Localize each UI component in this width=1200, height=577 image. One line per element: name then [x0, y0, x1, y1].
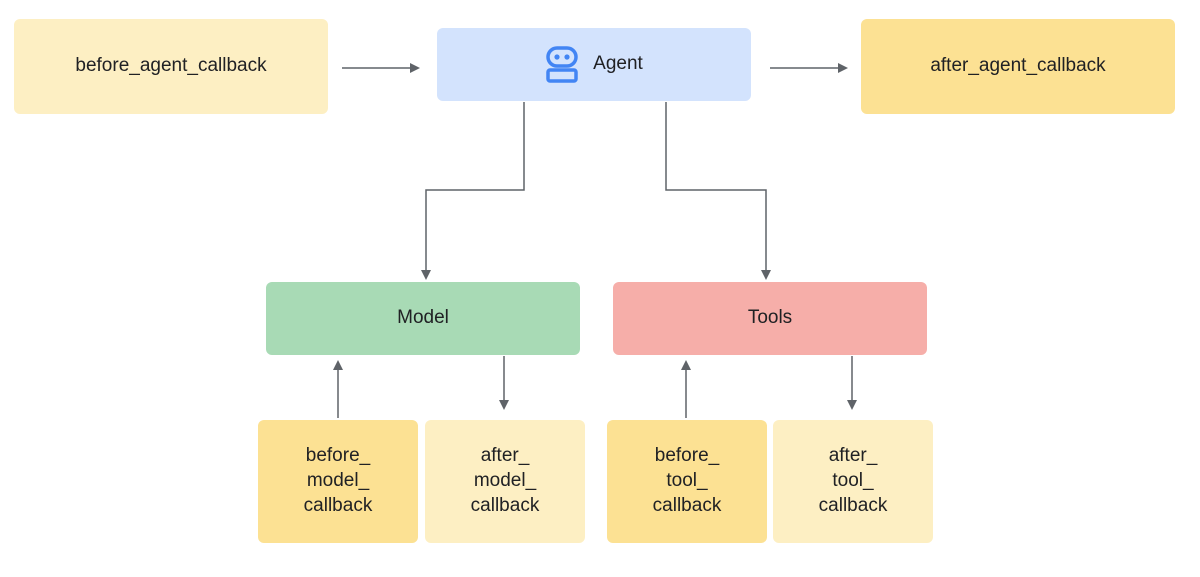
before-agent-callback-label: before_agent_callback — [75, 55, 267, 77]
before-model-callback-line: before_ — [305, 445, 371, 467]
before-tool-callback-line: before_ — [654, 445, 720, 467]
before-tool-callback-line: tool_ — [666, 470, 708, 492]
after-tool-callback-line: after_ — [828, 445, 878, 467]
agent-node: Agent — [437, 28, 751, 101]
after-tool-callback-line: tool_ — [832, 470, 874, 492]
before-tool-callback-node: before_ tool_ callback — [607, 420, 767, 543]
before-model-callback-line: callback — [303, 494, 373, 516]
after-tool-callback-label: after_ tool_ callback — [819, 444, 888, 518]
after-model-callback-label: after_ model_ callback — [471, 444, 540, 518]
after-agent-callback-label: after_agent_callback — [930, 55, 1106, 77]
model-label: Model — [397, 307, 449, 329]
after-tool-callback-line: callback — [818, 494, 888, 516]
agent-label: Agent — [593, 53, 643, 75]
before-agent-callback-node: before_agent_callback — [14, 19, 328, 114]
after-model-callback-node: after_ model_ callback — [425, 420, 585, 543]
arrow-agent-to-tools — [665, 102, 771, 280]
robot-icon — [546, 45, 578, 83]
before-tool-callback-label: before_ tool_ callback — [653, 444, 722, 518]
before-model-callback-node: before_ model_ callback — [258, 420, 418, 543]
arrow-agent-to-model — [421, 102, 525, 280]
before-model-callback-label: before_ model_ callback — [304, 444, 373, 518]
tools-node: Tools — [613, 282, 927, 355]
after-model-callback-line: model_ — [473, 470, 537, 492]
agent-content: Agent — [545, 45, 643, 84]
before-tool-callback-line: callback — [652, 494, 722, 516]
after-model-callback-line: callback — [470, 494, 540, 516]
tools-label: Tools — [747, 307, 793, 329]
after-tool-callback-node: after_ tool_ callback — [773, 420, 933, 543]
after-model-callback-line: after_ — [480, 445, 530, 467]
after-agent-callback-node: after_agent_callback — [861, 19, 1175, 114]
before-model-callback-line: model_ — [306, 470, 370, 492]
model-node: Model — [266, 282, 580, 355]
